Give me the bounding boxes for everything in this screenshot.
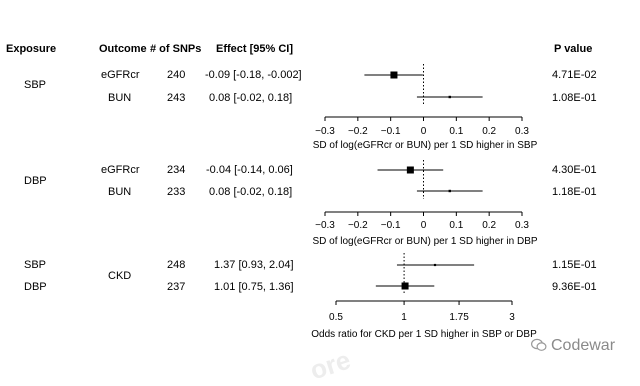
x-tick-label: 0.2: [482, 220, 496, 231]
exposure-label: SBP: [24, 259, 47, 271]
outcome-label: eGFRcr: [101, 69, 140, 81]
header-effect: Effect [95% CI]: [216, 43, 294, 55]
outcome-label: CKD: [108, 270, 132, 282]
x-tick-label: −0.1: [381, 126, 401, 137]
x-axis-label: Odds ratio for CKD per 1 SD higher in SB…: [311, 329, 537, 340]
p-value: 4.71E-02: [552, 69, 597, 81]
x-tick-label: −0.3: [315, 126, 335, 137]
snp-count: 240: [167, 69, 186, 81]
exposure-label: DBP: [24, 175, 47, 187]
x-tick-label: −0.2: [348, 126, 368, 137]
snp-count: 248: [167, 259, 186, 271]
effect-ci: 1.37 [0.93, 2.04]: [214, 259, 294, 271]
x-axis-label: SD of log(eGFRcr or BUN) per 1 SD higher…: [312, 236, 538, 247]
x-tick-label: 0.3: [515, 220, 529, 231]
exposure-label: DBP: [24, 281, 47, 293]
snp-count: 237: [167, 281, 186, 293]
snp-count: 233: [167, 186, 186, 198]
x-tick-label: 0: [421, 126, 427, 137]
x-tick-label: 0.1: [449, 220, 463, 231]
p-value: 1.18E-01: [552, 186, 597, 198]
effect-ci: -0.04 [-0.14, 0.06]: [206, 164, 293, 176]
exposure-label: SBP: [24, 79, 47, 91]
p-value: 4.30E-01: [552, 164, 597, 176]
x-tick-label: 0: [421, 220, 427, 231]
point-estimate: [406, 166, 414, 174]
wechat-icon: [530, 338, 547, 355]
x-tick-label: 0.5: [329, 312, 343, 323]
effect-ci: 1.01 [0.75, 1.36]: [214, 281, 294, 293]
forest-plot: −0.3 −0.2 −0.1 0 0.1 0.2 0.3 −0.3 −0.2 −0.1 0 0.1 0.…: [315, 64, 529, 323]
x-tick-label: 3: [509, 312, 515, 323]
x-tick-label: 0.1: [449, 126, 463, 137]
outcome-label: eGFRcr: [101, 164, 140, 176]
header-snps: # of SNPs: [150, 43, 202, 55]
p-value: 1.15E-01: [552, 259, 597, 271]
point-estimate: [390, 71, 398, 79]
p-value: 1.08E-01: [552, 92, 597, 104]
effect-ci: -0.09 [-0.18, -0.002]: [205, 69, 302, 81]
x-tick-label: 1.75: [449, 312, 469, 323]
brand-watermark: Codewar: [551, 337, 616, 354]
x-tick-label: 0.2: [482, 126, 496, 137]
x-tick-label: −0.1: [381, 220, 401, 231]
effect-ci: 0.08 [-0.02, 0.18]: [209, 186, 293, 198]
header-outcome: Outcome: [99, 43, 147, 55]
header-pvalue: P value: [554, 43, 593, 55]
snp-count: 234: [167, 164, 186, 176]
x-axis-label: SD of log(eGFRcr or BUN) per 1 SD higher…: [312, 140, 538, 151]
point-estimate: [433, 263, 437, 267]
effect-ci: 0.08 [-0.02, 0.18]: [209, 92, 293, 104]
point-estimate: [448, 95, 451, 99]
header-exposure: Exposure: [6, 43, 57, 55]
x-tick-label: 1: [401, 312, 407, 323]
x-tick-label: −0.2: [348, 220, 368, 231]
p-value: 9.36E-01: [552, 281, 597, 293]
point-estimate: [401, 282, 409, 290]
snp-count: 243: [167, 92, 186, 104]
x-tick-label: −0.3: [315, 220, 335, 231]
point-estimate: [448, 189, 451, 193]
outcome-label: BUN: [108, 186, 132, 198]
x-tick-label: 0.3: [515, 126, 529, 137]
outcome-label: BUN: [108, 92, 132, 104]
